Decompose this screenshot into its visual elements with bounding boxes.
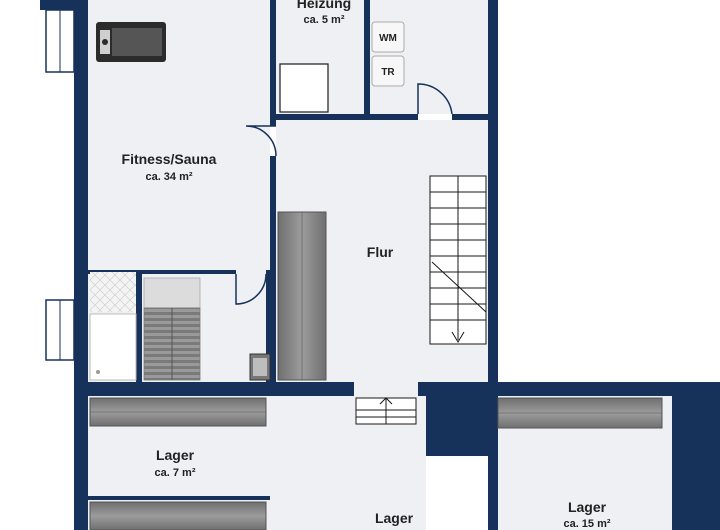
wall-right-top [488,0,498,120]
doors [235,83,453,305]
wall-heizung-bottom [276,114,418,120]
wall-bath-top [88,270,236,274]
sauna-stove-icon [249,353,271,381]
wall-lager-right-left [488,396,498,530]
heizung-area: ca. 5 m² [304,14,345,26]
sauna-benches [143,277,201,381]
lager-middle-name: Lager [375,510,414,526]
stair-landing-floor [352,382,420,398]
staircase-lower [355,397,417,425]
wall-bath-mid [136,270,142,382]
dryer: TR [371,55,405,87]
lager-small-name: Lager [156,447,195,463]
wall-right-outer [672,382,720,530]
fitness-area: ca. 34 m² [145,171,192,183]
wall-top-left-stub [40,0,88,10]
wall-mid-horizontal-left [74,382,354,396]
shower-tray [89,272,137,381]
wall-bath-right [266,270,276,382]
heater-unit [279,63,329,113]
door-laundry [417,83,453,115]
wall-heizung-right [364,0,370,120]
door-bath [235,273,267,305]
lager-small-area: ca. 7 m² [155,467,196,479]
heizung-name: Heizung [297,0,351,11]
fitness-name: Fitness/Sauna [122,151,217,167]
wall-left-outer [74,0,88,530]
wall-fitness-right-lower [270,156,276,270]
wall-fitness-right [270,0,276,126]
room-labels: Heizung ca. 5 m² Fitness/Sauna ca. 34 m²… [122,0,611,530]
washing-machine-label: WM [379,33,397,44]
wall-flur-right [488,120,498,382]
washing-machine: WM [371,21,405,53]
walls [40,0,720,530]
door-fitness [245,125,277,157]
lager-right-area: ca. 15 m² [563,518,610,530]
dryer-label: TR [381,67,395,78]
cabinet-lager-small-bottom [89,501,267,530]
wall-lager-small-bottom [88,496,270,500]
cabinets [89,211,663,530]
staircase [429,175,487,345]
wall-mid-horizontal-right [418,382,720,396]
wall-laundry-bottom [452,114,498,120]
lager-right-name: Lager [568,499,607,515]
wall-stair-column [426,396,498,456]
windows [45,9,75,361]
flur-name: Flur [367,244,394,260]
treadmill-icon [96,22,166,62]
